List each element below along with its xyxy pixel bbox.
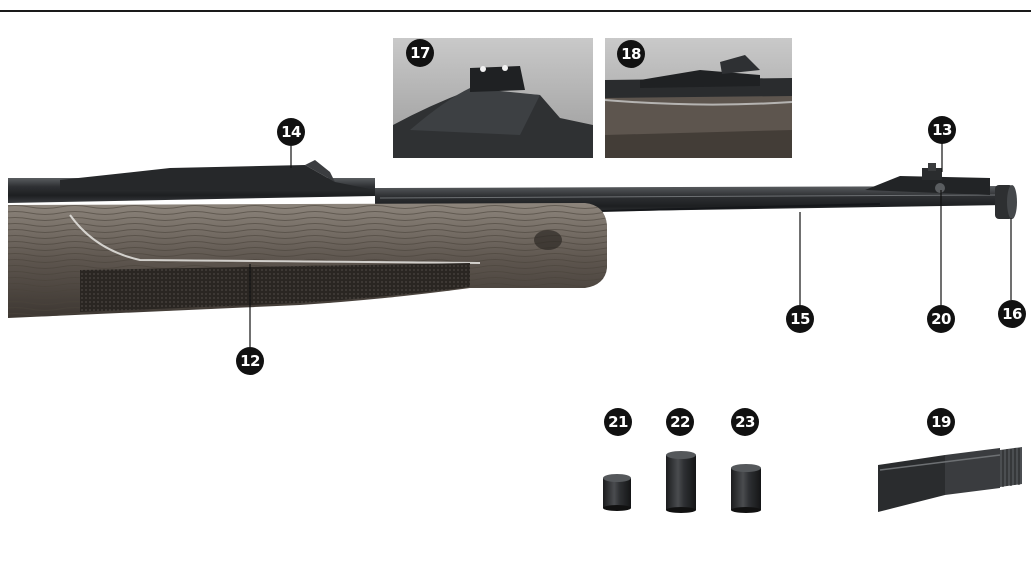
callout-14: 14 (277, 118, 305, 146)
cap-22 (666, 451, 696, 513)
callout-13: 13 (928, 116, 956, 144)
callout-12: 12 (236, 347, 264, 375)
callout-16: 16 (998, 300, 1026, 328)
threaded-muzzle (878, 447, 1022, 512)
callout-21: 21 (604, 408, 632, 436)
callout-18: 18 (617, 40, 645, 68)
top-rule (0, 10, 1031, 12)
callout-17: 17 (406, 39, 434, 67)
muzzle (995, 185, 1017, 219)
stock (8, 203, 607, 318)
cap-21 (603, 474, 631, 511)
cap-23 (731, 464, 761, 513)
callout-19: 19 (927, 408, 955, 436)
callout-22: 22 (666, 408, 694, 436)
front-sight (865, 163, 990, 195)
receiver (8, 160, 375, 203)
callout-15: 15 (786, 305, 814, 333)
leader-lines (249, 143, 1012, 347)
callout-23: 23 (731, 408, 759, 436)
callout-20: 20 (927, 305, 955, 333)
